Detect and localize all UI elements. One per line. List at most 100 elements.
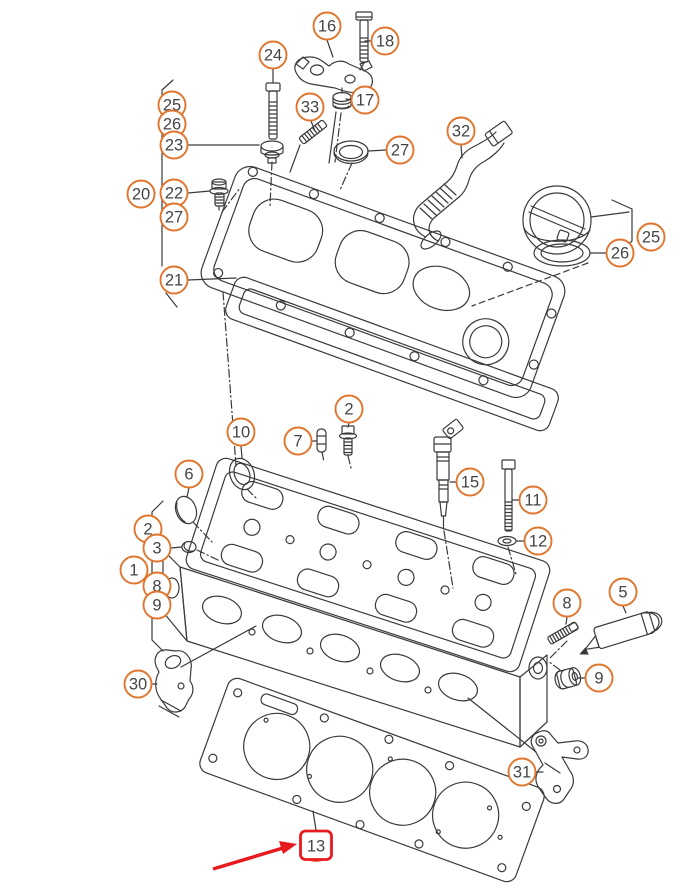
- svg-text:5: 5: [618, 584, 627, 602]
- svg-text:8: 8: [152, 578, 161, 596]
- svg-text:32: 32: [452, 123, 470, 141]
- svg-text:27: 27: [391, 142, 409, 160]
- callout-9[interactable]: 9: [584, 663, 614, 693]
- callout-20[interactable]: 20: [126, 179, 156, 209]
- svg-text:26: 26: [163, 116, 181, 134]
- assembly-center-lines: [192, 112, 568, 671]
- callout-27[interactable]: 27: [159, 202, 189, 232]
- svg-text:15: 15: [461, 474, 479, 492]
- stud-part-33: [298, 119, 328, 145]
- callout-26[interactable]: 26: [605, 238, 635, 268]
- callout-11[interactable]: 11: [518, 485, 548, 515]
- callout-32[interactable]: 32: [446, 116, 476, 146]
- bolt-part-11: [501, 459, 516, 532]
- callout-23[interactable]: 23: [159, 130, 189, 160]
- callout-27[interactable]: 27: [385, 135, 415, 165]
- callout-16[interactable]: 16: [312, 11, 342, 41]
- callout-21[interactable]: 21: [159, 265, 189, 295]
- callout-7[interactable]: 7: [283, 426, 313, 456]
- leader-lines: [151, 39, 630, 831]
- cam-plug-part-6: [174, 495, 198, 525]
- plug-part-9-right: [554, 667, 582, 690]
- svg-text:30: 30: [129, 676, 147, 694]
- svg-text:2: 2: [344, 401, 353, 419]
- highlight-arrow: [212, 841, 297, 871]
- callout-18[interactable]: 18: [370, 26, 400, 56]
- callout-6[interactable]: 6: [174, 459, 204, 489]
- cap-assembly-line: [471, 262, 589, 307]
- highlight-box: [299, 829, 333, 861]
- svg-text:16: 16: [318, 18, 336, 36]
- svg-text:2: 2: [143, 521, 152, 539]
- svg-text:25: 25: [642, 229, 660, 247]
- cap-seal-ring-part-26: [533, 239, 591, 267]
- valve-cover-part: [200, 165, 566, 399]
- callout-1[interactable]: 1: [119, 555, 149, 585]
- callout-17[interactable]: 17: [350, 85, 380, 115]
- exploded-view-artwork: [138, 11, 663, 883]
- camshaft-seal-part-10: [228, 457, 256, 491]
- svg-text:8: 8: [562, 595, 571, 613]
- callout-30[interactable]: 30: [123, 669, 153, 699]
- svg-text:9: 9: [152, 597, 161, 615]
- svg-text:27: 27: [165, 209, 183, 227]
- svg-text:20: 20: [132, 186, 150, 204]
- bolt-part-2-upper: [338, 425, 358, 456]
- injector-part-15: [433, 418, 464, 530]
- svg-text:23: 23: [165, 137, 183, 155]
- bolt-part-22: [209, 178, 229, 211]
- washer-part-12: [497, 535, 517, 547]
- grouping-brackets: [138, 79, 646, 652]
- svg-text:11: 11: [524, 492, 541, 510]
- svg-text:6: 6: [184, 466, 193, 484]
- svg-text:25: 25: [163, 97, 181, 115]
- callout-5[interactable]: 5: [608, 577, 638, 607]
- callout-2[interactable]: 2: [334, 394, 364, 424]
- svg-text:3: 3: [152, 540, 161, 558]
- svg-text:9: 9: [594, 670, 603, 688]
- bolt-part-18: [355, 11, 373, 63]
- svg-text:10: 10: [232, 424, 250, 442]
- sealant-tube-part-5: [579, 611, 663, 655]
- callout-15[interactable]: 15: [455, 467, 485, 497]
- callout-24[interactable]: 24: [258, 40, 288, 70]
- callout-12[interactable]: 12: [523, 526, 553, 556]
- callout-31[interactable]: 31: [507, 757, 537, 787]
- support-bracket-part-30: [154, 649, 194, 718]
- callout-13-highlighted[interactable]: 13: [299, 829, 333, 862]
- svg-text:31: 31: [513, 764, 531, 782]
- svg-text:17: 17: [356, 92, 374, 110]
- support-bracket-part-31: [530, 730, 589, 804]
- svg-text:18: 18: [376, 33, 394, 51]
- cylinder-head-part: [162, 457, 551, 748]
- svg-text:7: 7: [293, 433, 302, 451]
- oil-filler-cap-part: [522, 185, 592, 255]
- svg-text:1: 1: [129, 562, 138, 580]
- breather-hose-part-32: [413, 120, 513, 250]
- svg-text:26: 26: [611, 245, 629, 263]
- seal-ring-part-27: [333, 140, 369, 165]
- svg-text:33: 33: [301, 99, 319, 117]
- svg-text:13: 13: [307, 838, 325, 856]
- callout-22[interactable]: 22: [159, 178, 189, 208]
- grommet-part-23: [260, 140, 284, 164]
- mounting-bracket-part-16: [294, 56, 373, 94]
- head-gasket-part-13: [199, 677, 545, 883]
- callout-8[interactable]: 8: [552, 588, 582, 618]
- svg-text:21: 21: [165, 272, 183, 290]
- dowel-sleeve-part-7: [316, 428, 327, 453]
- cap-plug-part-17: [332, 91, 352, 110]
- svg-text:12: 12: [529, 533, 547, 551]
- callout-10[interactable]: 10: [226, 417, 256, 447]
- callout-3[interactable]: 3: [142, 533, 172, 563]
- callout-9[interactable]: 9: [142, 590, 172, 620]
- svg-text:24: 24: [264, 47, 282, 65]
- callout-33[interactable]: 33: [295, 92, 325, 122]
- svg-text:22: 22: [165, 185, 183, 203]
- valve-cover-gasket-part-21: [225, 276, 559, 432]
- callout-25[interactable]: 25: [636, 222, 666, 252]
- stud-part-8-right: [547, 621, 579, 645]
